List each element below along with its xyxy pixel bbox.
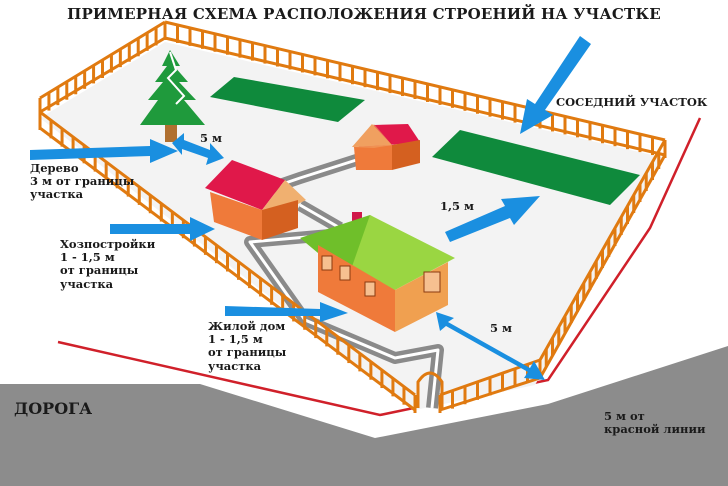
outbuildings-pointer-arrow	[110, 217, 215, 241]
house-note-line: от границы	[208, 345, 287, 360]
outbuildings-note-line: от границы	[60, 263, 139, 278]
tree-note: Дерево 3 м от границы участка	[30, 161, 135, 202]
road	[0, 346, 728, 486]
neighbor-pointer-arrow	[520, 36, 591, 134]
house-note-line: 1 - 1,5 м	[208, 332, 263, 347]
distance-arrow-5m-tree	[172, 133, 224, 165]
distance-label-house-gate: 5 м	[490, 321, 512, 335]
red-line-note: 5 м от красной линии	[604, 409, 706, 437]
distance-label-tree-shed: 5 м	[200, 131, 222, 145]
outbuildings-note-line: Хозпостройки	[60, 237, 156, 251]
tree-note-line: 3 м от границы	[30, 174, 135, 189]
distance-label-house-neighbor: 1,5 м	[440, 199, 475, 213]
arrows	[30, 36, 591, 322]
distance-arrow-5m-gate	[436, 312, 545, 380]
garden-bed-right	[432, 130, 640, 205]
house-note-line: Жилой дом	[208, 319, 286, 333]
outbuildings-note: Хозпостройки 1 - 1,5 м от границы участк…	[60, 237, 156, 291]
red-line-note-line: красной линии	[604, 422, 706, 437]
outbuildings-note-line: 1 - 1,5 м	[60, 250, 115, 265]
distance-arrow-1-5m	[445, 196, 540, 242]
outbuildings-note-line: участка	[60, 276, 114, 291]
red-line-note-line: 5 м от	[604, 409, 645, 423]
house-icon	[300, 212, 455, 332]
gate-icon	[416, 371, 444, 408]
shed-icon	[352, 124, 420, 170]
page-title: ПРИМЕРНАЯ СХЕМА РАСПОЛОЖЕНИЯ СТРОЕНИЙ НА…	[67, 5, 661, 23]
outbuilding-icon	[205, 160, 306, 240]
house-pointer-arrow	[225, 302, 348, 322]
tree-note-line: участка	[30, 187, 84, 202]
garden-bed-left	[210, 77, 365, 122]
house-note: Жилой дом 1 - 1,5 м от границы участка	[208, 319, 287, 373]
road-label: ДОРОГА	[14, 399, 93, 418]
tree-icon	[140, 50, 205, 142]
red-line	[57, 117, 702, 417]
neighbor-plot-label: СОСЕДНИЙ УЧАСТОК	[556, 95, 708, 109]
tree-pointer-arrow	[30, 139, 178, 163]
tree-note-line: Дерево	[30, 161, 79, 175]
house-note-line: участка	[208, 358, 262, 373]
